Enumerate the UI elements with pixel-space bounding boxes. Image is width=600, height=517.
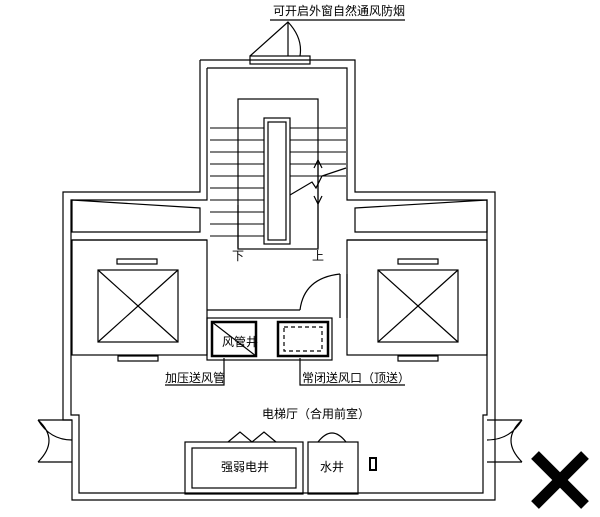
electrical-shaft-door xyxy=(227,431,277,443)
stair-well xyxy=(263,117,291,245)
outer-wall xyxy=(62,59,496,501)
water-shaft-door xyxy=(317,432,347,443)
top-window xyxy=(249,55,311,65)
lobby-label: 电梯厅（合用前室） xyxy=(262,406,370,421)
left-entrance-door xyxy=(37,419,73,463)
electrical-shaft-label: 强弱电井 xyxy=(221,460,269,474)
duct-shaft-label: 风管井 xyxy=(222,334,258,349)
stair-door-swing xyxy=(299,273,341,311)
water-shaft-label: 水井 xyxy=(320,460,344,474)
close-x-icon xyxy=(531,451,589,509)
vent-label: 常闭送风口（顶送） xyxy=(302,370,410,385)
duct-leader xyxy=(165,358,225,386)
window-leaf xyxy=(249,21,302,57)
pressurized-duct-label: 加压送风管 xyxy=(165,370,225,385)
switch-box xyxy=(369,457,377,471)
stair-break-line xyxy=(289,167,347,196)
stair-down-label: 下 xyxy=(232,249,244,263)
right-upper-slab xyxy=(354,199,488,233)
stair-treads xyxy=(210,127,346,237)
right-elevator-car xyxy=(377,269,459,343)
stair-up-label: 上 xyxy=(312,249,324,263)
right-elevator-indicator xyxy=(397,258,439,265)
electrical-shaft-room xyxy=(184,441,304,495)
left-upper-slab xyxy=(71,199,201,233)
duct-shaft-box xyxy=(206,317,333,361)
right-elevator-room xyxy=(346,239,488,356)
water-shaft-room xyxy=(307,441,359,495)
left-elevator-car xyxy=(97,269,179,343)
vent-outlet xyxy=(283,326,323,352)
right-entrance-door xyxy=(486,419,523,463)
window-note-label: 可开启外窗自然通风防烟 xyxy=(273,3,405,18)
left-elevator-indicator xyxy=(116,258,158,265)
left-elevator-room xyxy=(71,239,208,356)
vent-leader xyxy=(299,358,405,386)
inner-wall xyxy=(70,67,488,494)
